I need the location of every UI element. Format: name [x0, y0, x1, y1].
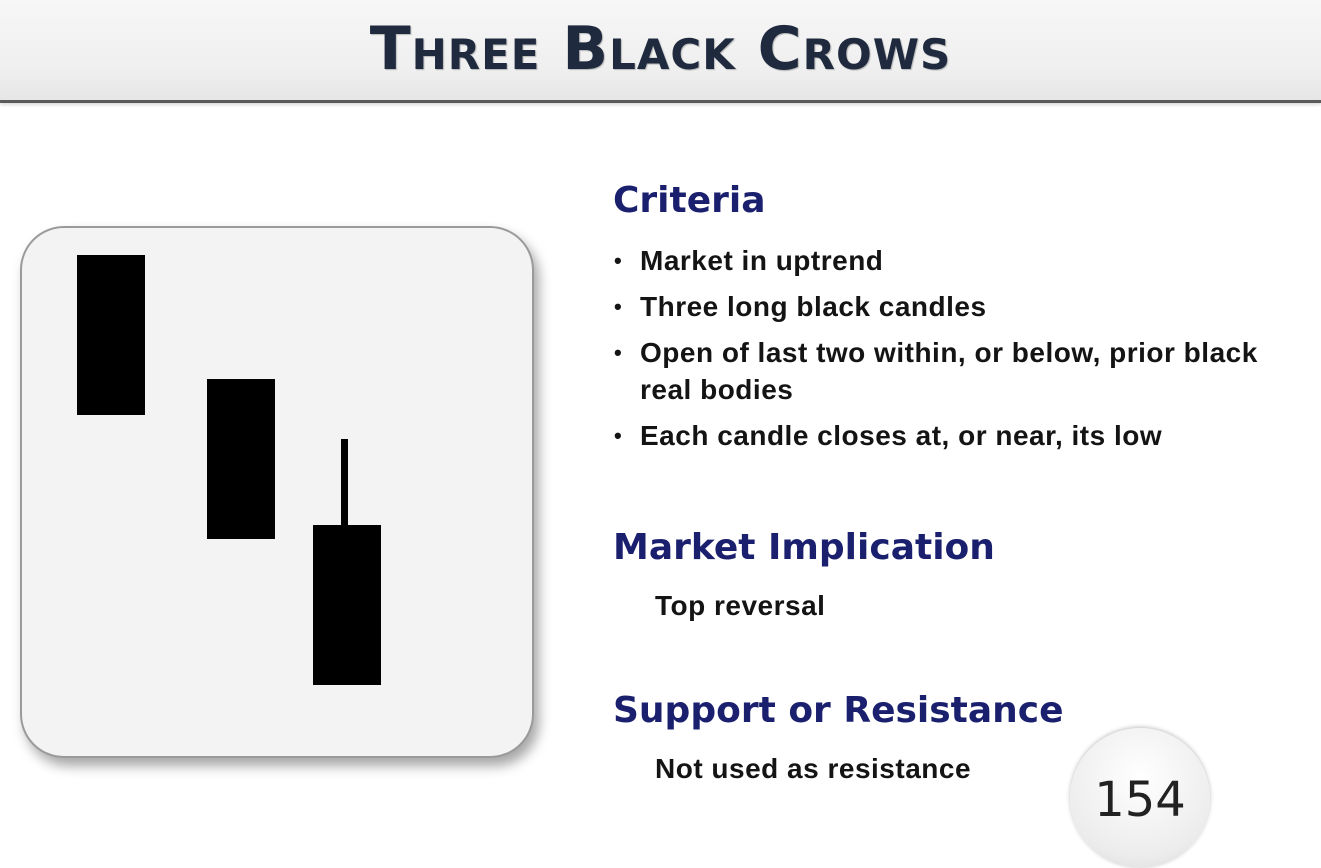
candle-3-upper-wick	[341, 439, 348, 529]
criteria-list: •Market in uptrend •Three long black can…	[614, 242, 1304, 463]
bullet-icon: •	[614, 423, 623, 448]
criteria-heading: Criteria	[613, 180, 766, 221]
support-resistance-text: Not used as resistance	[655, 753, 972, 784]
criteria-item: •Market in uptrend	[614, 242, 1304, 279]
criteria-item: •Open of last two within, or below, prio…	[614, 334, 1304, 408]
bullet-icon: •	[614, 248, 623, 273]
criteria-item: •Each candle closes at, or near, its low	[614, 417, 1304, 454]
page-number-badge: 154	[1070, 728, 1210, 868]
criteria-item: •Three long black candles	[614, 288, 1304, 325]
support-resistance-heading: Support or Resistance	[613, 690, 1064, 731]
candle-1-body	[77, 255, 145, 415]
bullet-icon: •	[614, 340, 623, 365]
candlestick-diagram-panel	[20, 226, 534, 758]
bullet-icon: •	[614, 294, 623, 319]
slide-title: Three Black Crows	[369, 14, 952, 84]
title-bar: Three Black Crows	[0, 0, 1321, 103]
candle-3-body	[313, 525, 381, 685]
market-implication-heading: Market Implication	[613, 527, 995, 568]
candle-2-body	[207, 379, 275, 539]
page-number: 154	[1094, 772, 1186, 828]
market-implication-text: Top reversal	[655, 590, 826, 621]
